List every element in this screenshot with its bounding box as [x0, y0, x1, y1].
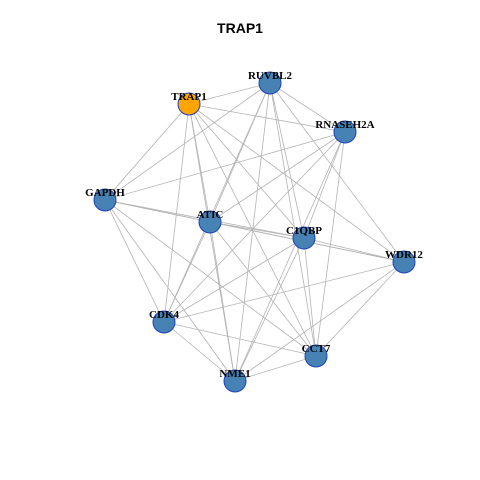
edge-ruvbl2-rnaseh2a: [269, 82, 346, 133]
node-rnaseh2a[interactable]: [333, 120, 357, 144]
edge-cdk4-cct7: [163, 321, 317, 357]
node-label-wdr12: WDR12: [385, 249, 423, 261]
edge-c1qbp-cdk4: [163, 237, 305, 323]
node-label-ruvbl2: RUVBL2: [248, 70, 293, 82]
node-label-trap1: TRAP1: [171, 91, 206, 103]
node-label-gapdh: GAPDH: [85, 187, 125, 199]
edge-layer: [104, 82, 405, 382]
edge-atic-c1qbp: [209, 221, 305, 239]
node-trap1[interactable]: [177, 92, 201, 116]
edge-wdr12-nme1: [234, 261, 405, 382]
edge-wdr12-cdk4: [163, 261, 405, 323]
edge-trap1-gapdh: [104, 103, 190, 201]
node-cdk4[interactable]: [152, 310, 176, 334]
edge-gapdh-nme1: [104, 199, 236, 382]
edge-rnaseh2a-c1qbp: [303, 131, 346, 239]
edge-atic-nme1: [209, 221, 236, 382]
edge-c1qbp-nme1: [234, 237, 305, 382]
node-cct7[interactable]: [304, 344, 328, 368]
node-label-rnaseh2a: RNASEH2A: [315, 119, 374, 131]
edge-cdk4-nme1: [163, 321, 236, 382]
edge-rnaseh2a-nme1: [234, 131, 346, 382]
node-nme1[interactable]: [223, 369, 247, 393]
edge-cct7-nme1: [234, 355, 317, 382]
node-wdr12[interactable]: [392, 250, 416, 274]
node-gapdh[interactable]: [93, 188, 117, 212]
edge-gapdh-cct7: [104, 199, 317, 357]
edge-rnaseh2a-atic: [209, 131, 346, 223]
node-label-cdk4: CDK4: [149, 309, 179, 321]
edge-atic-cct7: [209, 221, 317, 357]
edge-ruvbl2-cct7: [269, 82, 317, 357]
edge-ruvbl2-c1qbp: [269, 82, 305, 239]
edge-trap1-rnaseh2a: [188, 103, 346, 133]
edge-ruvbl2-wdr12: [269, 82, 405, 263]
node-layer: [93, 71, 416, 393]
edge-rnaseh2a-cdk4: [163, 131, 346, 323]
edge-ruvbl2-cdk4: [163, 82, 271, 323]
edge-c1qbp-cct7: [303, 237, 317, 357]
edge-trap1-cdk4: [163, 103, 190, 323]
edge-ruvbl2-nme1: [234, 82, 271, 382]
edge-atic-cdk4: [163, 221, 211, 323]
edge-wdr12-cct7: [315, 261, 405, 357]
graph-title: TRAP1: [217, 20, 263, 36]
node-label-cct7: CCT7: [302, 343, 331, 355]
edge-c1qbp-wdr12: [303, 237, 405, 263]
node-c1qbp[interactable]: [292, 226, 316, 250]
edge-trap1-nme1: [188, 103, 236, 382]
node-label-nme1: NME1: [219, 368, 250, 380]
edge-trap1-ruvbl2: [188, 82, 271, 105]
node-ruvbl2[interactable]: [258, 71, 282, 95]
node-label-atic: ATIC: [197, 209, 224, 221]
edge-gapdh-cdk4: [104, 199, 165, 323]
edge-ruvbl2-gapdh: [104, 82, 271, 201]
node-atic[interactable]: [198, 210, 222, 234]
node-label-c1qbp: C1QBP: [286, 225, 322, 237]
edge-rnaseh2a-gapdh: [104, 131, 346, 201]
edge-trap1-c1qbp: [188, 103, 305, 239]
